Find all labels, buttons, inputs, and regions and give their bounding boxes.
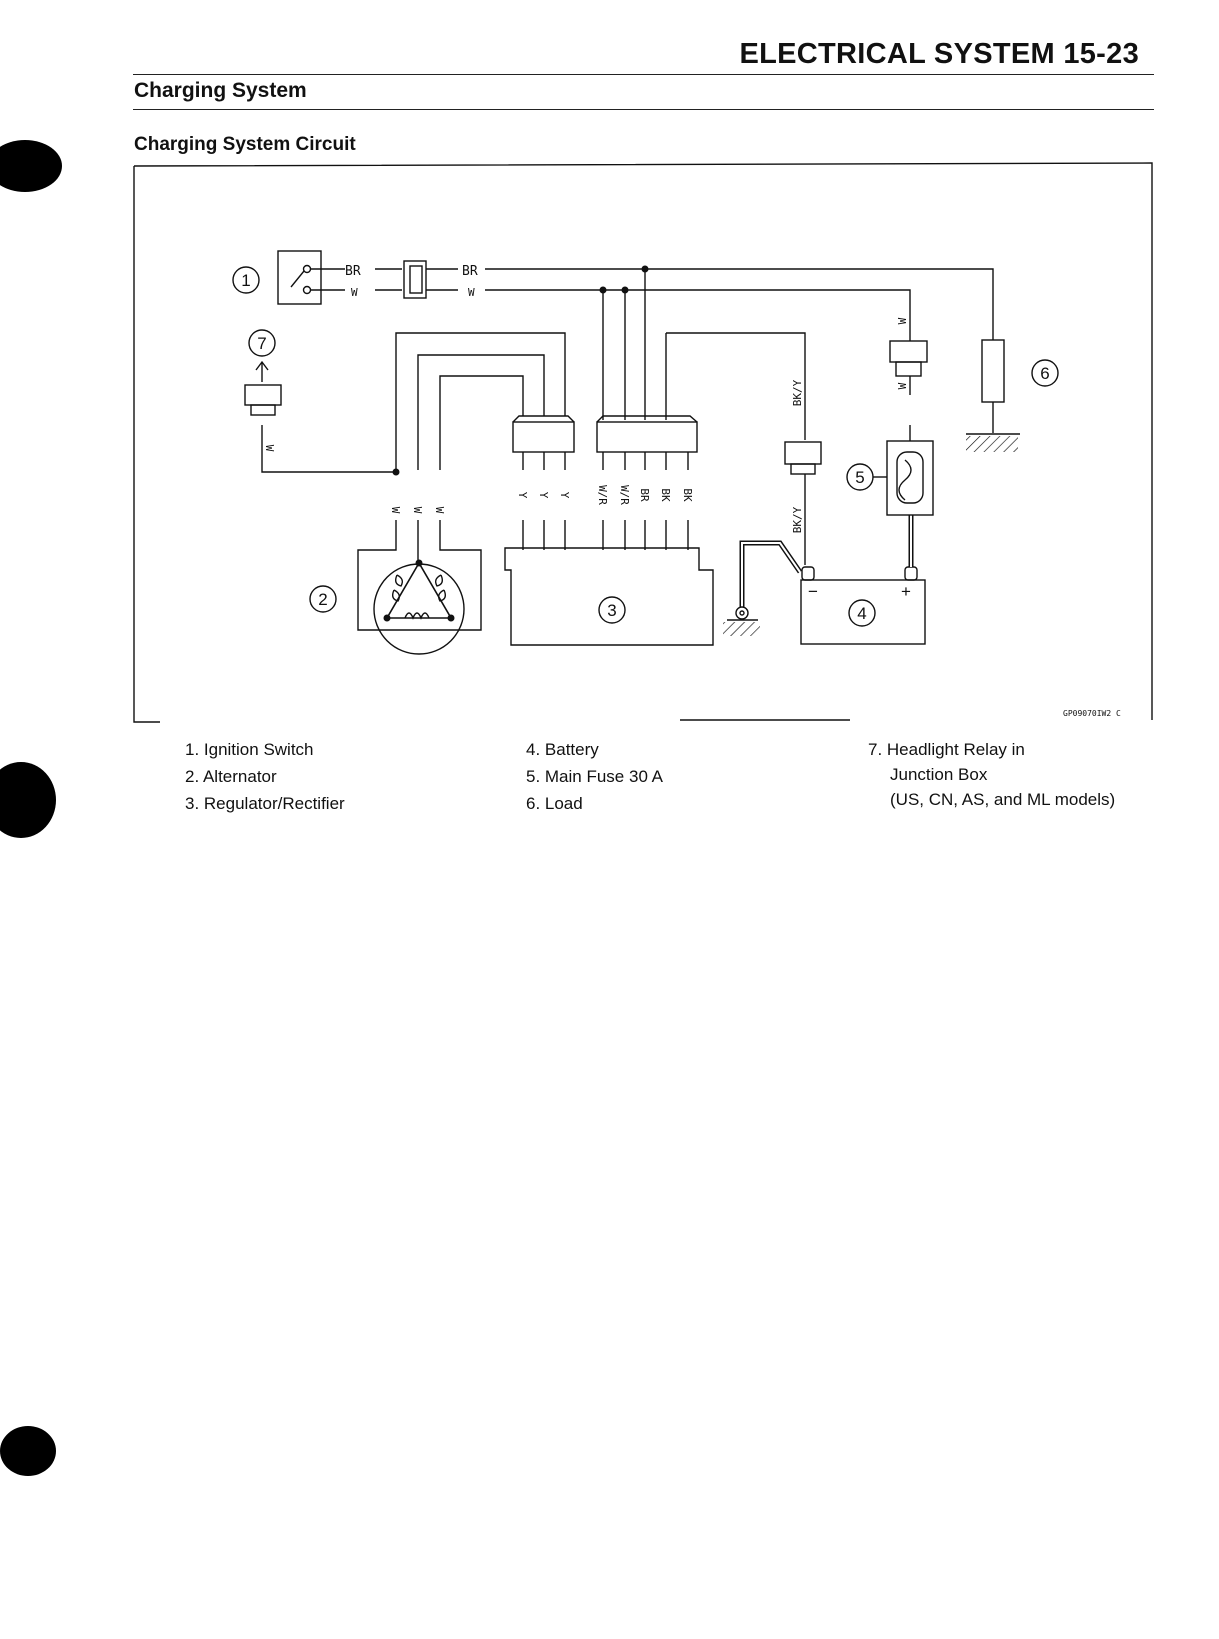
callout-2: 2	[318, 590, 327, 609]
wire-label-wr-2: W/R	[618, 485, 631, 505]
wire-label-wr-1: W/R	[596, 485, 609, 505]
wire-label-bk-2: BK	[681, 488, 694, 502]
section-title: Charging System	[134, 79, 307, 102]
legend-item-5: 5. Main Fuse 30 A	[526, 767, 664, 786]
load-element	[981, 339, 1005, 403]
legend-column-2: 4. Battery 5. Main Fuse 30 A 6. Load	[526, 736, 663, 817]
subsection-title: Charging System Circuit	[134, 134, 356, 155]
figure-code: GP09070IW2 C	[1063, 709, 1121, 718]
callout-4: 4	[857, 604, 866, 623]
callout-7: 7	[257, 334, 266, 353]
bky-connector	[784, 441, 822, 465]
wire-label-br-right: BR	[462, 264, 478, 279]
wire-label-bk-1: BK	[659, 488, 672, 502]
wire-label-y-3: Y	[558, 492, 571, 499]
legend-item-2: 2. Alternator	[185, 767, 277, 786]
legend-item-7: 7. Headlight Relay in	[868, 740, 1025, 759]
wire-label-w-alt-3: W	[433, 507, 446, 514]
header-rule	[133, 74, 1154, 75]
ignition-switch-box	[277, 250, 322, 305]
figure-frame	[133, 162, 1153, 723]
regulator-rectifier-box	[504, 547, 714, 646]
switch-connector	[403, 260, 427, 299]
wire-label-br-left: BR	[345, 264, 361, 279]
callout-6: 6	[1040, 364, 1049, 383]
wire-w-main	[485, 289, 911, 312]
legend-item-1: 1. Ignition Switch	[185, 740, 314, 759]
binder-hole-middle	[0, 762, 56, 838]
wire-label-w-right: W	[468, 286, 475, 299]
wire-label-br-reg: BR	[638, 488, 651, 502]
legend-item-7-cont: Junction Box	[890, 765, 988, 784]
legend-item-7-models: (US, CN, AS, and ML models)	[890, 790, 1116, 809]
binder-hole-top	[0, 140, 62, 192]
legend-item-4: 4. Battery	[526, 740, 599, 759]
battery-positive-sign: +	[901, 582, 911, 601]
legend-item-3: 3. Regulator/Rectifier	[185, 794, 345, 813]
headlight-relay-connector	[244, 384, 282, 406]
legend-column-1: 1. Ignition Switch 2. Alternator 3. Regu…	[185, 736, 345, 817]
regulator-connector-right	[596, 421, 698, 453]
wire-label-y-2: Y	[537, 492, 550, 499]
charging-circuit-diagram: 1 7 2 3 4 5 6 BR W BR W W W W W Y Y Y W/…	[133, 162, 1153, 723]
page-header-title: ELECTRICAL SYSTEM 15-23	[739, 38, 1139, 70]
wire-label-bky-lower: BK/Y	[791, 506, 804, 533]
wire-label-w-alt-2: W	[411, 507, 424, 514]
wire-label-w-left: W	[351, 286, 358, 299]
battery-body	[800, 579, 926, 645]
binder-hole-bottom	[0, 1426, 56, 1476]
fuse-connector	[889, 340, 928, 363]
regulator-connector-left	[512, 421, 575, 453]
battery-negative-sign: −	[808, 582, 818, 601]
callout-1: 1	[241, 271, 250, 290]
legend-item-6: 6. Load	[526, 794, 583, 813]
legend-column-3: 7. Headlight Relay in Junction Box (US, …	[868, 737, 1115, 812]
wire-label-y-1: Y	[516, 492, 529, 499]
callout-5: 5	[855, 468, 864, 487]
wire-br-main	[485, 268, 994, 340]
wire-label-w-alt-1: W	[389, 507, 402, 514]
wire-label-w-relay: W	[263, 445, 276, 452]
callout-3: 3	[607, 601, 616, 620]
wire-label-w-fuse-upper: W	[896, 317, 909, 324]
wire-label-bky-upper: BK/Y	[791, 379, 804, 406]
wire-label-w-fuse-lower: W	[896, 382, 909, 389]
alternator-body	[373, 563, 465, 655]
section-rule	[133, 109, 1154, 110]
